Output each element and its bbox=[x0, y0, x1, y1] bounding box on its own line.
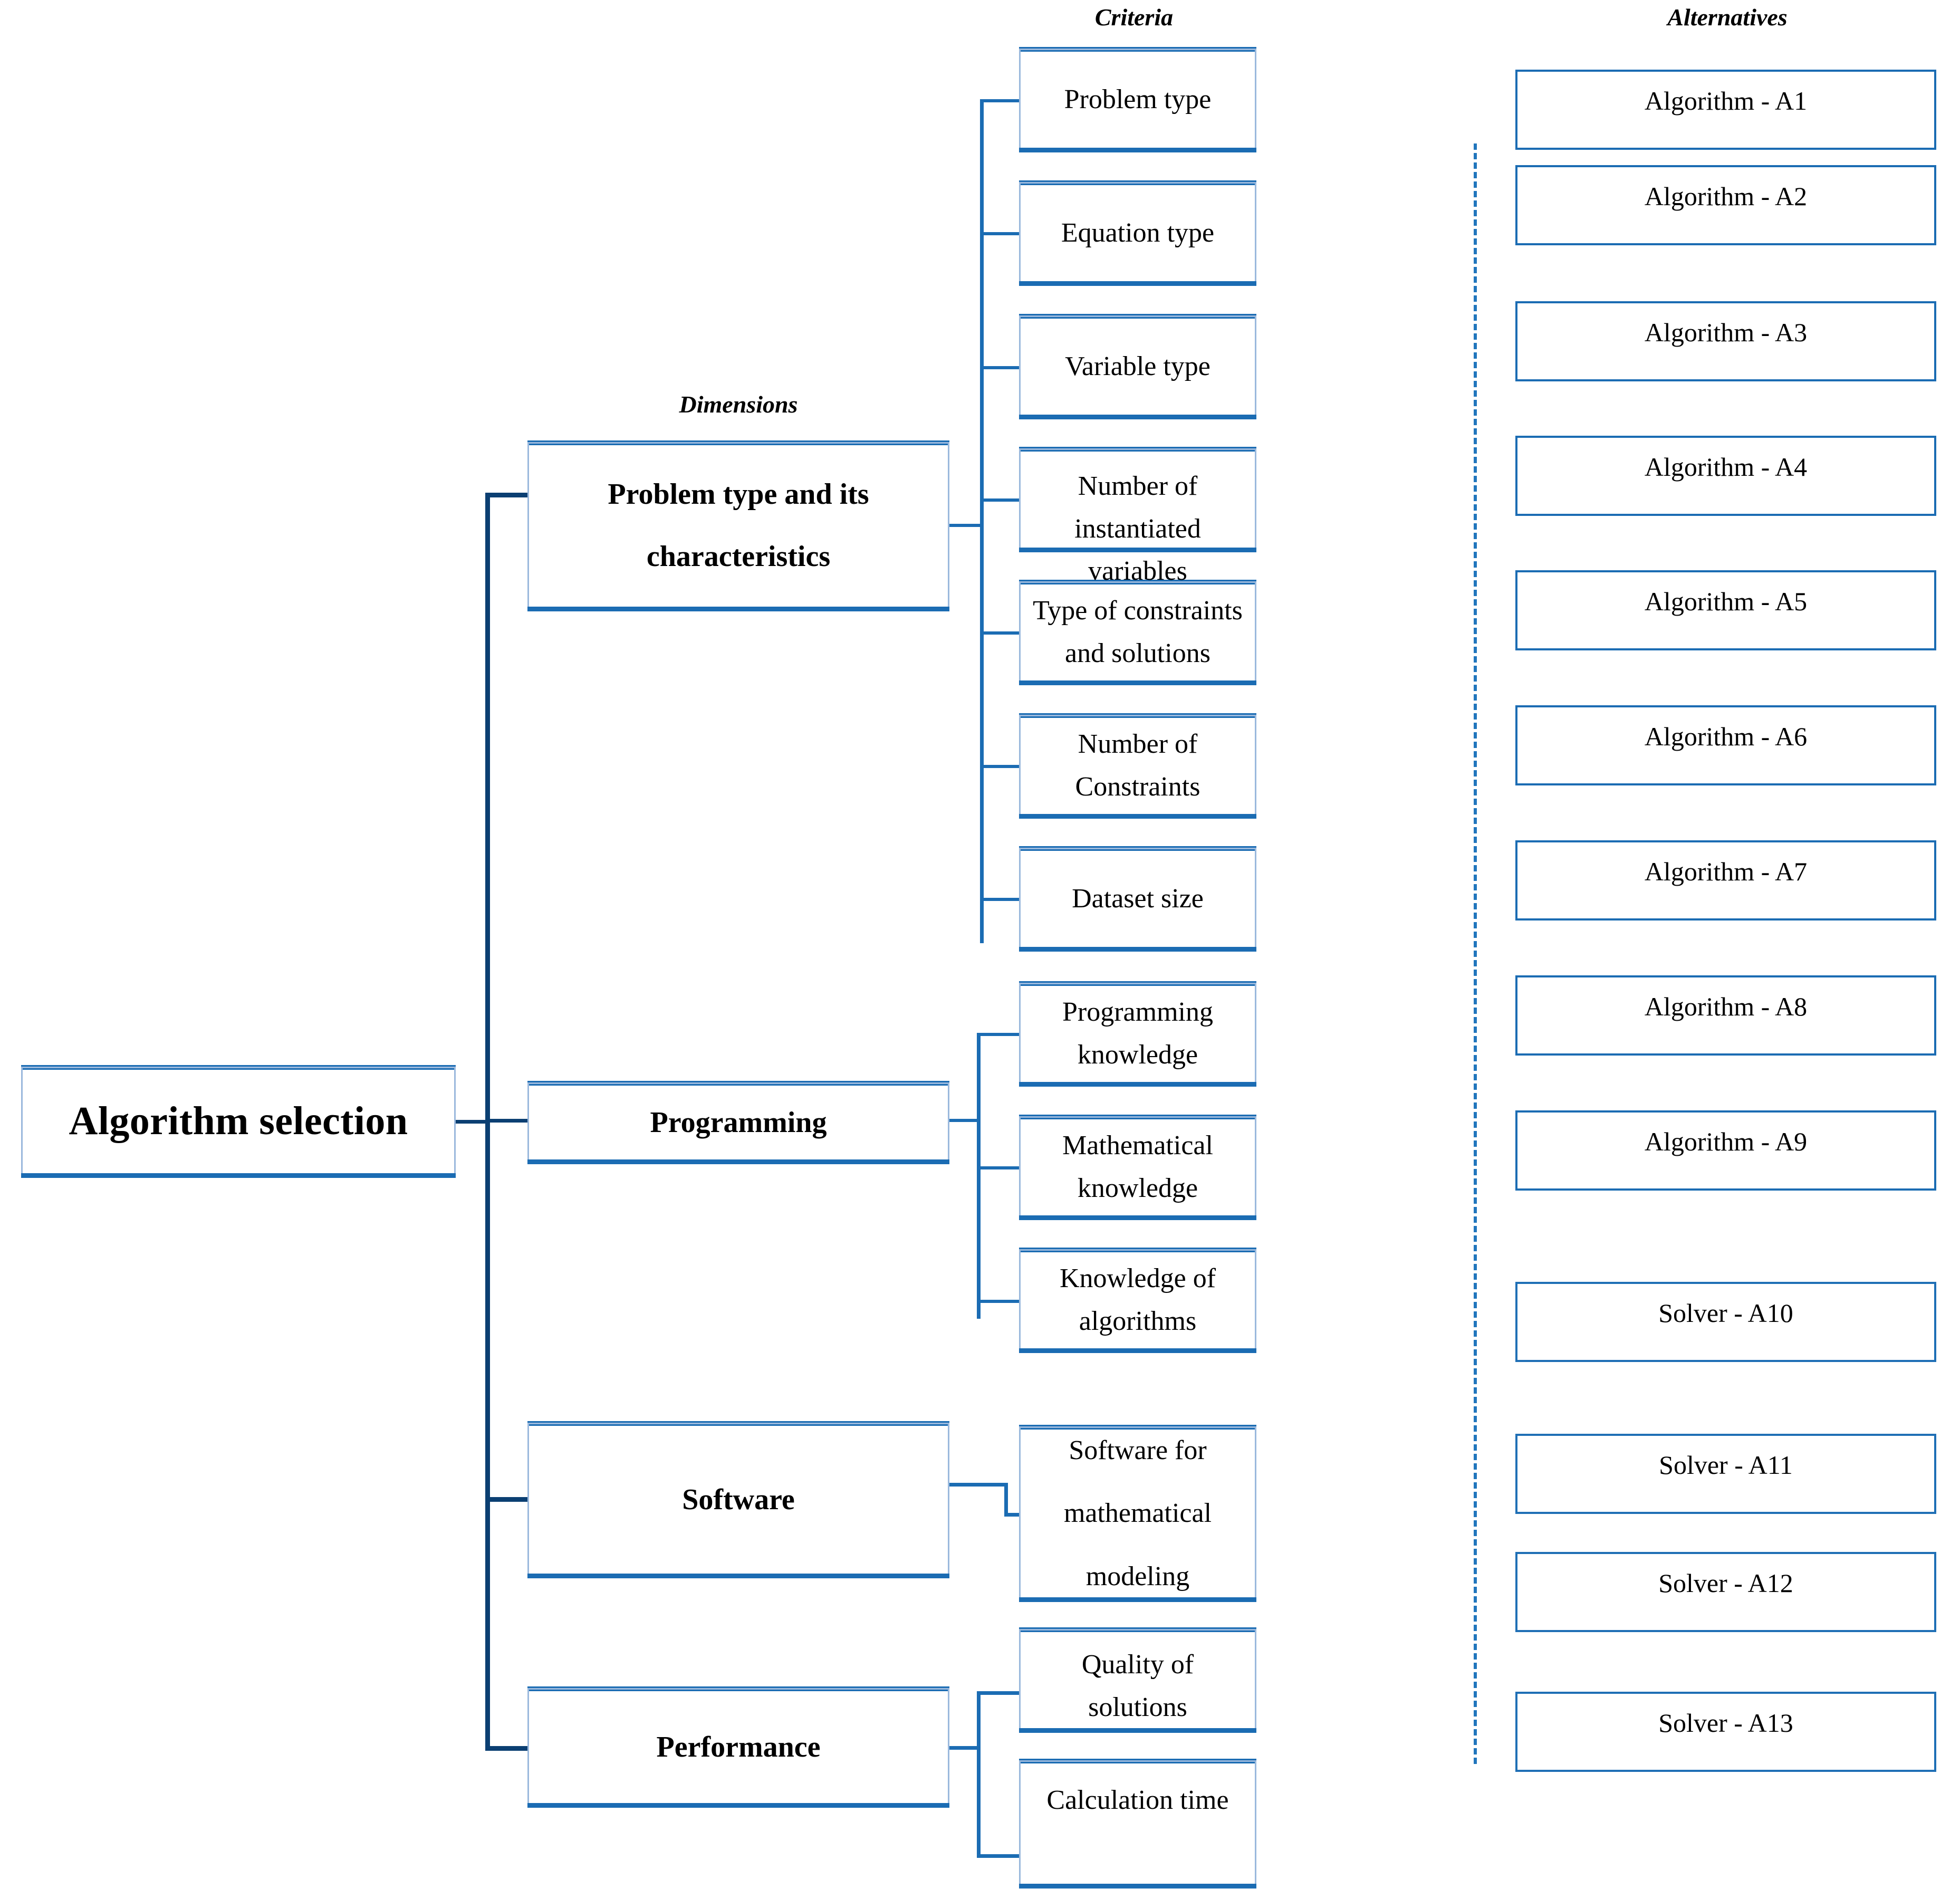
alternative-label: Algorithm - A5 bbox=[1644, 587, 1808, 616]
criteria-label: Programming knowledge bbox=[1062, 997, 1213, 1070]
alternative-node-1[interactable]: Algorithm - A1 bbox=[1515, 70, 1936, 150]
connector-root-to-spine bbox=[456, 1120, 489, 1124]
connector-spine-to-dimension-4 bbox=[485, 1746, 530, 1751]
connector-trunk-group4 bbox=[977, 1691, 981, 1857]
alternative-label: Solver - A12 bbox=[1658, 1568, 1793, 1598]
alternative-label: Algorithm - A3 bbox=[1644, 318, 1808, 347]
dimension-node-software[interactable]: Software bbox=[527, 1421, 949, 1578]
dimension-label: Software bbox=[682, 1483, 795, 1516]
connector-dim4-out bbox=[949, 1746, 980, 1750]
criteria-label: Number of instantiated variables bbox=[1074, 471, 1201, 587]
alternative-node-3[interactable]: Algorithm - A3 bbox=[1515, 301, 1936, 381]
criteria-label: Dataset size bbox=[1072, 883, 1204, 914]
connector-branch-criteria-6 bbox=[980, 765, 1021, 768]
criteria-node-equation-type[interactable]: Equation type bbox=[1019, 180, 1256, 286]
alternative-node-9[interactable]: Algorithm - A9 bbox=[1515, 1110, 1936, 1191]
connector-dim3-out-b bbox=[1004, 1513, 1021, 1517]
criteria-label: Number of Constraints bbox=[1075, 729, 1200, 802]
connector-dim3-step-vertical bbox=[1004, 1483, 1008, 1516]
alternative-label: Algorithm - A7 bbox=[1644, 857, 1808, 886]
alternative-label: Algorithm - A4 bbox=[1644, 452, 1808, 482]
criteria-node-variable-type[interactable]: Variable type bbox=[1019, 314, 1256, 419]
root-node-algorithm-selection[interactable]: Algorithm selection bbox=[21, 1065, 456, 1178]
connector-branch-criteria-10 bbox=[977, 1300, 1021, 1303]
criteria-label: Knowledge of algorithms bbox=[1059, 1263, 1216, 1336]
criteria-label: Quality of solutions bbox=[1081, 1650, 1194, 1722]
dimension-node-performance[interactable]: Performance bbox=[527, 1686, 949, 1808]
criteria-node-knowledge-of-algorithms[interactable]: Knowledge of algorithms bbox=[1019, 1248, 1256, 1353]
alternative-label: Algorithm - A2 bbox=[1644, 181, 1808, 211]
criteria-node-number-constraints[interactable]: Number of Constraints bbox=[1019, 713, 1256, 819]
criteria-label: Type of constraints and solutions bbox=[1033, 596, 1243, 668]
connector-branch-criteria-1 bbox=[980, 99, 1021, 102]
connector-branch-criteria-9 bbox=[977, 1166, 1021, 1169]
criteria-node-problem-type[interactable]: Problem type bbox=[1019, 47, 1256, 152]
criteria-label-line1: Software for mathematical bbox=[1063, 1435, 1212, 1529]
column-header-criteria: Criteria bbox=[1094, 4, 1174, 31]
alternative-node-8[interactable]: Algorithm - A8 bbox=[1515, 975, 1936, 1056]
alternative-node-12[interactable]: Solver - A12 bbox=[1515, 1552, 1936, 1632]
criteria-node-dataset-size[interactable]: Dataset size bbox=[1019, 846, 1256, 952]
connector-spine-to-dimension-2 bbox=[485, 1119, 530, 1123]
column-header-alternatives: Alternatives bbox=[1667, 4, 1788, 31]
criteria-node-software-mathematical-modeling[interactable]: Software for mathematical modeling bbox=[1019, 1425, 1256, 1602]
connector-spine-to-dimension-3 bbox=[485, 1497, 530, 1502]
dimension-label-line2: characteristics bbox=[646, 540, 831, 573]
connector-dim2-out bbox=[949, 1119, 980, 1122]
dimension-node-problem-type[interactable]: Problem type and its characteristics bbox=[527, 440, 949, 611]
connector-trunk-group1 bbox=[980, 99, 984, 943]
connector-dim1-out bbox=[949, 524, 983, 527]
alternative-node-2[interactable]: Algorithm - A2 bbox=[1515, 165, 1936, 245]
alternative-node-5[interactable]: Algorithm - A5 bbox=[1515, 570, 1936, 650]
alternative-label: Algorithm - A1 bbox=[1644, 86, 1808, 116]
connector-branch-criteria-2 bbox=[980, 232, 1021, 235]
connector-branch-criteria-5 bbox=[980, 631, 1021, 635]
criteria-node-quality-of-solutions[interactable]: Quality of solutions bbox=[1019, 1627, 1256, 1733]
connector-spine-to-dimension-1 bbox=[485, 493, 530, 497]
dimension-label: Performance bbox=[656, 1730, 821, 1763]
alternative-node-13[interactable]: Solver - A13 bbox=[1515, 1692, 1936, 1772]
connector-branch-criteria-8 bbox=[977, 1033, 1021, 1036]
criteria-label: Mathematical knowledge bbox=[1062, 1130, 1213, 1203]
criteria-label-line2: modeling bbox=[1085, 1561, 1190, 1591]
alternative-label: Algorithm - A6 bbox=[1644, 722, 1808, 751]
alternative-label: Algorithm - A8 bbox=[1644, 992, 1808, 1021]
alternative-label: Algorithm - A9 bbox=[1644, 1127, 1808, 1156]
connector-branch-criteria-4 bbox=[980, 498, 1021, 502]
alternative-node-6[interactable]: Algorithm - A6 bbox=[1515, 705, 1936, 785]
alternative-label: Solver - A10 bbox=[1658, 1298, 1793, 1328]
dimension-node-programming[interactable]: Programming bbox=[527, 1081, 949, 1164]
alternative-node-11[interactable]: Solver - A11 bbox=[1515, 1434, 1936, 1514]
alternative-label: Solver - A11 bbox=[1659, 1450, 1793, 1480]
connector-branch-criteria-3 bbox=[980, 366, 1021, 369]
criteria-node-mathematical-knowledge[interactable]: Mathematical knowledge bbox=[1019, 1115, 1256, 1220]
column-header-dimensions: Dimensions bbox=[679, 391, 798, 418]
alternative-node-7[interactable]: Algorithm - A7 bbox=[1515, 840, 1936, 920]
criteria-node-programming-knowledge[interactable]: Programming knowledge bbox=[1019, 981, 1256, 1087]
connector-trunk-group2 bbox=[977, 1033, 981, 1319]
criteria-label: Calculation time bbox=[1046, 1785, 1229, 1815]
criteria-label: Problem type bbox=[1064, 84, 1212, 114]
connector-dim3-out-a bbox=[949, 1483, 1007, 1487]
dimension-label: Programming bbox=[650, 1106, 827, 1139]
alternative-label: Solver - A13 bbox=[1658, 1708, 1793, 1738]
criteria-alternatives-separator bbox=[1474, 143, 1477, 1764]
alternative-node-4[interactable]: Algorithm - A4 bbox=[1515, 436, 1936, 516]
connector-branch-criteria-11 bbox=[977, 1691, 1021, 1695]
connector-branch-criteria-7 bbox=[980, 898, 1021, 901]
criteria-node-number-instantiated-variables[interactable]: Number of instantiated variables bbox=[1019, 447, 1256, 586]
criteria-label: Equation type bbox=[1061, 217, 1215, 248]
criteria-label: Variable type bbox=[1065, 351, 1210, 381]
criteria-node-type-constraints-solutions[interactable]: Type of constraints and solutions bbox=[1019, 580, 1256, 685]
root-node-label: Algorithm selection bbox=[69, 1099, 408, 1144]
connector-branch-criteria-12 bbox=[977, 1854, 1021, 1858]
alternative-node-10[interactable]: Solver - A10 bbox=[1515, 1282, 1936, 1362]
criteria-node-calculation-time[interactable]: Calculation time bbox=[1019, 1759, 1256, 1888]
dimension-label-line1: Problem type and its bbox=[608, 478, 869, 511]
